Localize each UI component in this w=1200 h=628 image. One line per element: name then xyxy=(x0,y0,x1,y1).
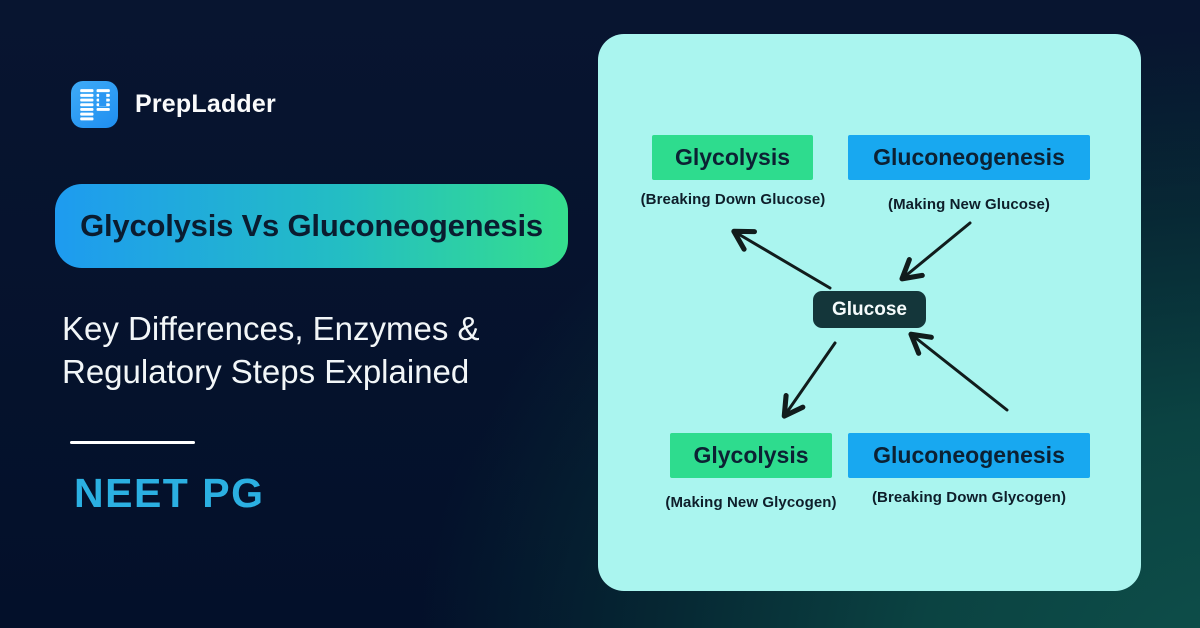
arrow-gluconeogenesis-bottom-to-glucose xyxy=(908,331,1009,412)
label-gluconeogenesis-bottom: Gluconeogenesis xyxy=(848,433,1090,478)
prepladder-logo-icon xyxy=(71,81,118,128)
arrow-glucose-to-glycolysis-top xyxy=(731,228,832,290)
caption-making-new-glycogen: (Making New Glycogen) xyxy=(665,494,837,511)
divider-line xyxy=(70,441,195,444)
caption-making-new-glucose: (Making New Glucose) xyxy=(887,196,1051,213)
exam-name: NEET PG xyxy=(74,470,265,516)
brand-row: PrepLadder xyxy=(71,81,276,128)
subtitle: Key Differences, Enzymes & Regulatory St… xyxy=(62,307,480,393)
subtitle-line-1: Key Differences, Enzymes & xyxy=(62,310,480,347)
glucose-node: Glucose xyxy=(813,291,926,328)
arrow-gluconeogenesis-top-to-glucose xyxy=(899,221,972,282)
caption-breaking-down-glucose: (Breaking Down Glucose) xyxy=(640,191,826,208)
brand-name: PrepLadder xyxy=(135,90,276,118)
diagram-arrows xyxy=(731,221,1009,419)
title-pill: Glycolysis Vs Gluconeogenesis xyxy=(55,184,568,268)
diagram-panel: Glycolysis Gluconeogenesis (Breaking Dow… xyxy=(598,34,1141,591)
arrow-glucose-to-glycolysis-bottom xyxy=(781,341,837,419)
label-gluconeogenesis-top: Gluconeogenesis xyxy=(848,135,1090,180)
caption-breaking-down-glycogen: (Breaking Down Glycogen) xyxy=(871,489,1067,506)
title-text: Glycolysis Vs Gluconeogenesis xyxy=(80,208,543,243)
subtitle-line-2: Regulatory Steps Explained xyxy=(62,353,470,390)
label-glycolysis-bottom: Glycolysis xyxy=(670,433,832,478)
label-glycolysis-top: Glycolysis xyxy=(652,135,813,180)
